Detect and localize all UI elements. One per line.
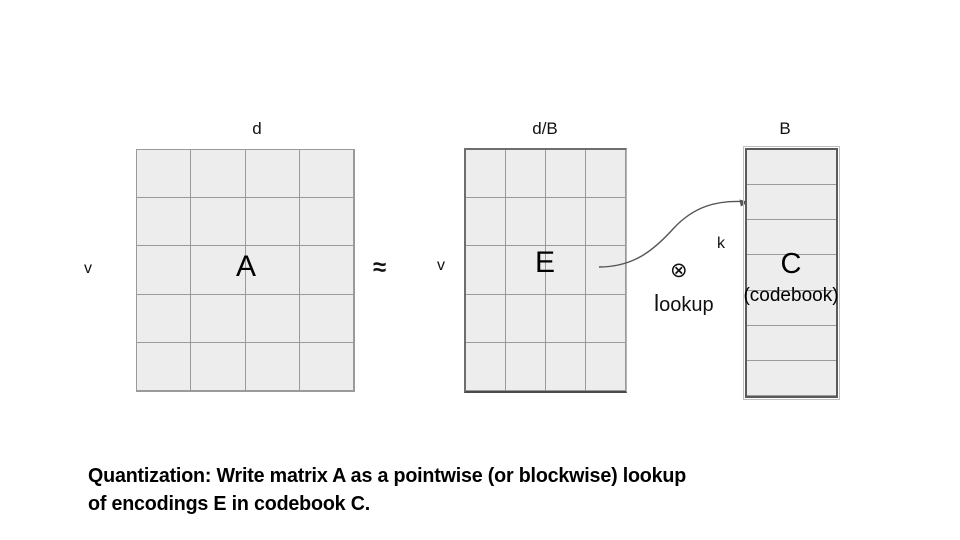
- matrix-cell: [586, 294, 626, 343]
- figure-caption: Quantization: Write matrix A as a pointw…: [88, 462, 856, 519]
- matrix-cell: [137, 198, 192, 247]
- matrix-cell: [299, 150, 354, 199]
- matrix-cell: [299, 246, 354, 295]
- matrix-a-top-dimension-label: d: [252, 119, 262, 138]
- matrix-a-grid: [136, 149, 355, 392]
- caption-line-1: Quantization: Write matrix A as a pointw…: [88, 464, 687, 487]
- codebook-row: [747, 185, 836, 221]
- matrix-e-side-dimension-label: v: [437, 257, 445, 274]
- matrix-cell: [245, 198, 300, 247]
- matrix-cell: [137, 246, 192, 295]
- matrix-cell: [245, 294, 300, 343]
- matrix-e-grid: [464, 148, 627, 393]
- matrix-cell: [466, 246, 506, 295]
- matrix-cell: [546, 198, 586, 247]
- matrix-e-top-dimension-label: d/B: [532, 119, 558, 138]
- matrix-cell: [245, 150, 300, 199]
- codebook-row: [747, 220, 836, 256]
- matrix-cell: [245, 342, 300, 391]
- matrix-a-side-dimension-label: v: [84, 260, 92, 277]
- matrix-cell: [506, 150, 546, 199]
- matrix-cell: [546, 342, 586, 391]
- matrix-cell: [586, 342, 626, 391]
- matrix-cell: [466, 294, 506, 343]
- matrix-cell: [191, 198, 246, 247]
- codebook-row: [747, 290, 836, 326]
- matrix-cell: [466, 342, 506, 391]
- codebook-row: [747, 150, 836, 186]
- lookup-label-rest: ookup: [659, 294, 714, 316]
- matrix-cell: [191, 342, 246, 391]
- codebook-row: [747, 255, 836, 291]
- matrix-cell: [506, 342, 546, 391]
- codebook-top-dimension-label: B: [779, 119, 791, 138]
- codebook-row: [747, 325, 836, 361]
- matrix-cell: [191, 246, 246, 295]
- lookup-arrow-icon: [598, 199, 750, 268]
- matrix-cell: [137, 294, 192, 343]
- matrix-e-label: E: [534, 246, 555, 279]
- matrix-cell: [546, 246, 586, 295]
- caption-line-2: of encodings E in codebook C.: [88, 492, 370, 516]
- matrix-cell: [586, 198, 626, 247]
- matrix-cell: [506, 294, 546, 343]
- matrix-cell: [586, 150, 626, 199]
- matrix-cell: [586, 246, 626, 295]
- codebook-c-sublabel: (codebook): [743, 285, 839, 306]
- matrix-cell: [191, 150, 246, 199]
- matrix-cell: [299, 198, 354, 247]
- lookup-operator-icon: ⊗: [670, 259, 688, 282]
- matrix-cell: [466, 198, 506, 247]
- matrix-cell: [245, 246, 300, 295]
- matrix-cell: [506, 198, 546, 247]
- matrix-cell: [191, 294, 246, 343]
- codebook-c-label: C: [780, 248, 802, 280]
- matrix-cell: [506, 246, 546, 295]
- matrix-cell: [137, 342, 192, 391]
- matrix-cell: [546, 150, 586, 199]
- codebook-row: [747, 360, 836, 396]
- matrix-a-label: A: [235, 250, 256, 283]
- codebook-side-dimension-label: k: [717, 235, 725, 252]
- lookup-operator-label: lookup: [654, 290, 714, 316]
- codebook-c-grid: [743, 146, 840, 400]
- matrix-cell: [137, 150, 192, 199]
- matrix-cell: [466, 150, 506, 199]
- lookup-label-initial: l: [654, 290, 660, 316]
- matrix-cell: [299, 342, 354, 391]
- matrix-cell: [299, 294, 354, 343]
- matrix-cell: [546, 294, 586, 343]
- approximately-equal-symbol: ≈: [373, 254, 387, 281]
